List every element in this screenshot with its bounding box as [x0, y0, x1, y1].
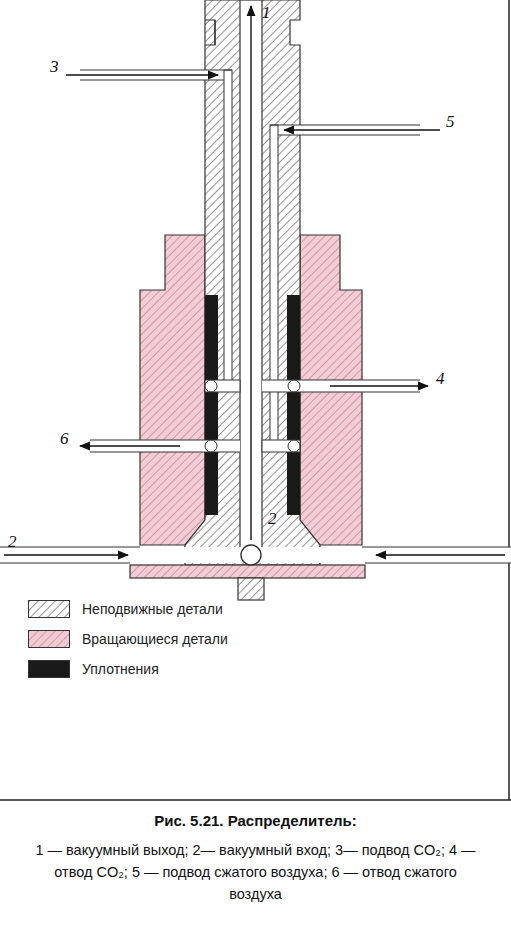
legend-text: Неподвижные детали	[82, 601, 223, 617]
legend-text: Вращающиеся детали	[82, 631, 228, 647]
callout-number: 2	[8, 533, 17, 550]
callout-number: 1	[262, 4, 271, 21]
legend-swatch	[28, 600, 70, 618]
callout-number: 6	[60, 430, 69, 447]
callout-number: 3	[50, 58, 59, 75]
callout-number: 2	[268, 510, 277, 527]
caption-legend-text: 1 — вакуумный выход; 2— вакуумный вход; …	[30, 840, 481, 905]
legend-row: Неподвижные детали	[28, 600, 223, 618]
figure-caption: Рис. 5.21. Распределитель:	[0, 812, 511, 829]
callout-number: 5	[446, 113, 455, 130]
legend-row: Уплотнения	[28, 660, 159, 678]
legend-text: Уплотнения	[82, 661, 159, 677]
legend-row: Вращающиеся детали	[28, 630, 228, 648]
legend-swatch	[28, 660, 70, 678]
callout-number: 4	[436, 370, 445, 387]
legend-swatch	[28, 630, 70, 648]
swatch-hatch	[29, 631, 69, 647]
swatch-hatch	[29, 601, 69, 617]
